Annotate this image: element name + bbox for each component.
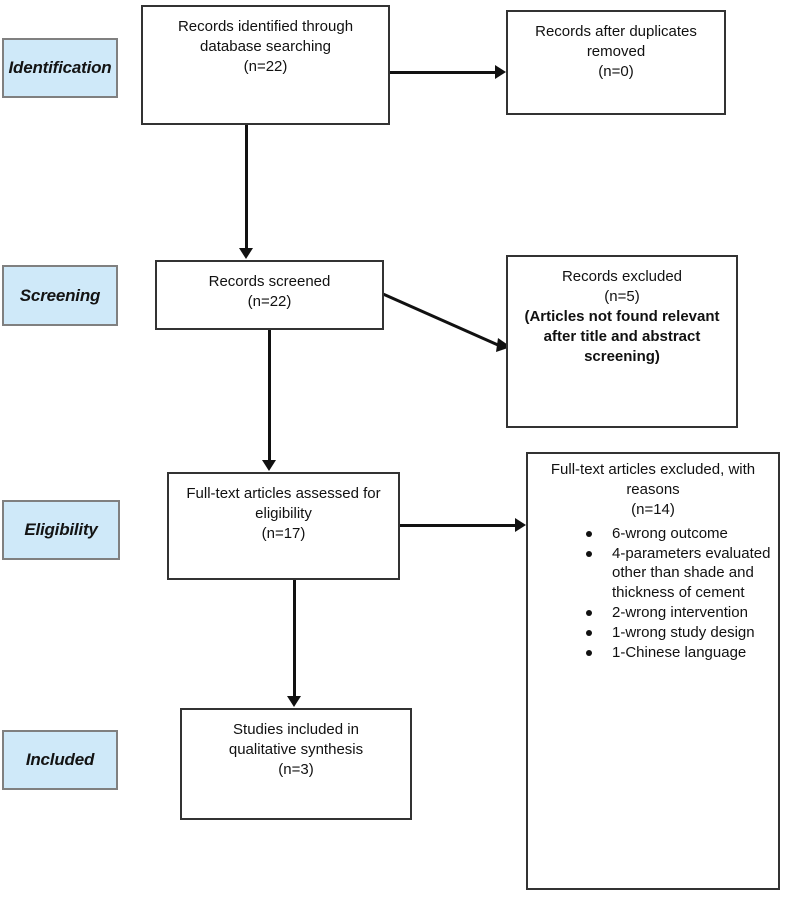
box-records-identified: Records identified through database sear…: [141, 5, 390, 125]
bullet-icon: [586, 530, 592, 537]
list-item: 4-parameters evaluated other than shade …: [586, 544, 774, 603]
box-fulltext-assessed: Full-text articles assessed for eligibil…: [167, 472, 400, 580]
records-excluded-line1: Records excluded: [561, 268, 683, 285]
arrowhead-fulltext-to-excluded: [515, 518, 526, 532]
records-after-duplicates-line2: removed: [586, 42, 646, 60]
box-records-after-duplicates-text: Records after duplicates removed (n=0): [508, 12, 724, 82]
fulltext-excluded-count: (n=14): [631, 500, 675, 518]
connector-fulltext-to-excluded: [400, 524, 516, 527]
stage-label-identification: Identification: [2, 38, 118, 98]
studies-included-line1: Studies included in: [233, 721, 359, 738]
box-fulltext-assessed-text: Full-text articles assessed for eligibil…: [169, 474, 398, 544]
reason-text: 6-wrong outcome: [612, 524, 728, 542]
box-records-excluded: Records excluded (n=5) (Articles not fou…: [506, 255, 738, 428]
list-item: 1-wrong study design: [586, 623, 774, 643]
stage-label-included-text: Included: [25, 750, 95, 769]
box-records-after-duplicates: Records after duplicates removed (n=0): [506, 10, 726, 115]
records-excluded-note-line2: after title and abstract: [543, 327, 701, 345]
arrowhead-fulltext-to-included: [287, 696, 301, 707]
fulltext-excluded-line2: reasons: [626, 480, 680, 498]
list-item: 2-wrong intervention: [586, 603, 774, 623]
bullet-icon: [586, 629, 592, 636]
arrowhead-identified-to-screened: [239, 248, 253, 259]
box-records-identified-text: Records identified through database sear…: [143, 7, 388, 77]
fulltext-assessed-count: (n=17): [261, 524, 306, 542]
stage-label-included: Included: [2, 730, 118, 790]
stage-label-eligibility: Eligibility: [2, 500, 120, 560]
records-screened-count: (n=22): [247, 292, 292, 310]
connector-screened-to-fulltext: [268, 330, 271, 461]
records-identified-line2: database searching: [200, 37, 331, 55]
box-records-excluded-text: Records excluded (n=5) (Articles not fou…: [508, 257, 736, 367]
records-excluded-count: (n=5): [604, 287, 640, 305]
arrowhead-identified-to-duplicates: [495, 65, 506, 79]
bullet-icon: [586, 610, 592, 616]
connector-fulltext-to-included: [293, 580, 296, 697]
records-identified-line1: Records identified through: [177, 18, 354, 35]
fulltext-assessed-line1: Full-text articles assessed for: [186, 485, 381, 502]
reason-text: 4-parameters evaluated other than shade …: [612, 544, 771, 602]
reason-text: 1-wrong study design: [612, 623, 755, 641]
list-item: 6-wrong outcome: [586, 524, 774, 544]
box-records-screened-text: Records screened (n=22): [157, 262, 382, 312]
stage-label-screening: Screening: [2, 265, 118, 326]
studies-included-count: (n=3): [278, 760, 314, 778]
box-fulltext-excluded-text: Full-text articles excluded, with reason…: [528, 454, 778, 520]
box-records-screened: Records screened (n=22): [155, 260, 384, 330]
reason-text: 1-Chinese language: [612, 643, 747, 661]
box-studies-included: Studies included in qualitative synthesi…: [180, 708, 412, 820]
stage-label-identification-text: Identification: [8, 58, 112, 77]
connector-identified-to-duplicates: [390, 71, 496, 74]
records-excluded-note-line3: screening): [584, 347, 660, 365]
records-after-duplicates-line1: Records after duplicates: [535, 23, 697, 40]
connector-identified-to-screened: [245, 125, 248, 249]
fulltext-excluded-reasons-list: 6-wrong outcome 4-parameters evaluated o…: [528, 524, 778, 663]
arrowhead-screened-to-fulltext: [262, 460, 276, 471]
reason-text: 2-wrong intervention: [612, 604, 748, 621]
list-item: 1-Chinese language: [586, 643, 774, 663]
stage-label-eligibility-text: Eligibility: [24, 520, 98, 539]
box-fulltext-excluded: Full-text articles excluded, with reason…: [526, 452, 780, 890]
stage-label-screening-text: Screening: [19, 285, 101, 305]
box-studies-included-text: Studies included in qualitative synthesi…: [182, 710, 410, 780]
bullet-icon: [586, 550, 592, 557]
fulltext-excluded-line1: Full-text articles excluded, with: [550, 461, 756, 478]
records-screened-line1: Records screened: [208, 273, 331, 290]
records-identified-count: (n=22): [243, 57, 288, 75]
bullet-icon: [586, 649, 592, 656]
records-excluded-note-line1: (Articles not found relevant: [524, 307, 720, 325]
records-after-duplicates-count: (n=0): [598, 62, 634, 80]
fulltext-assessed-line2: eligibility: [255, 504, 312, 522]
studies-included-line2: qualitative synthesis: [228, 740, 364, 758]
